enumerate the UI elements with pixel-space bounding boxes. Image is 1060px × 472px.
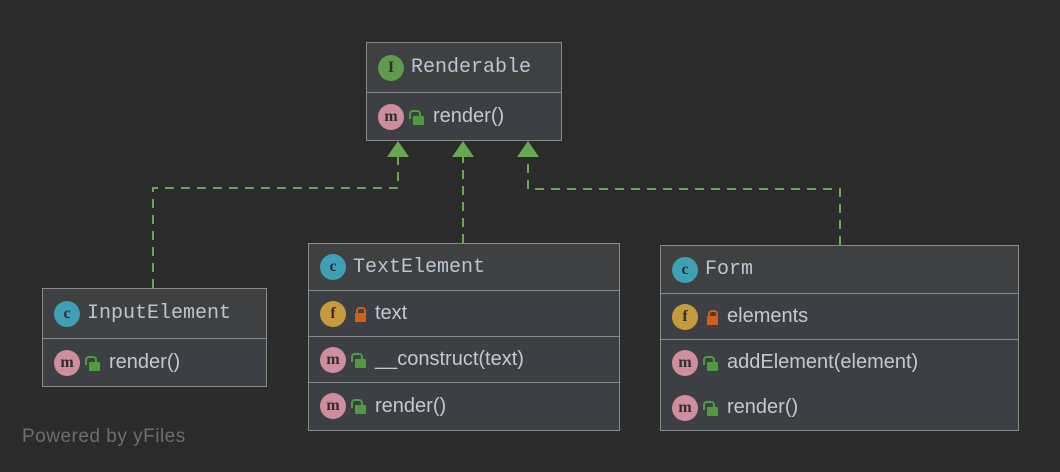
method-badge-icon: m: [320, 393, 346, 419]
interface-badge-icon: I: [378, 54, 404, 81]
method-badge-icon: m: [320, 346, 346, 373]
uml-method-row[interactable]: m __construct(text): [309, 337, 619, 383]
method-badge-icon: m: [378, 103, 404, 130]
uml-member-label: elements: [727, 305, 809, 327]
method-badge-icon: m: [672, 349, 698, 376]
uml-member-label: __construct(text): [375, 348, 524, 370]
uml-node-renderable[interactable]: I Renderable m render(): [366, 42, 562, 141]
uml-member-label: render(): [433, 105, 505, 127]
uml-method-row[interactable]: m render(): [367, 93, 561, 140]
uml-method-row[interactable]: m render(): [309, 383, 619, 429]
uml-node-title: TextElement: [353, 255, 486, 279]
uml-node-header-textelement[interactable]: c TextElement: [309, 244, 619, 291]
uml-member-label: text: [375, 302, 408, 324]
uml-node-header-form[interactable]: c Form: [661, 246, 1018, 294]
method-badge-icon: m: [672, 394, 698, 421]
unlocked-padlock-icon: [409, 109, 425, 125]
uml-node-header-inputelement[interactable]: c InputElement: [43, 289, 266, 339]
field-badge-icon: f: [672, 303, 698, 330]
uml-member-label: render(): [109, 351, 181, 373]
class-badge-icon: c: [320, 254, 346, 280]
unlocked-padlock-icon: [351, 352, 367, 368]
realization-arrowhead-icon: [387, 141, 409, 157]
uml-edge-form-implements-renderable[interactable]: [517, 141, 841, 245]
uml-method-row[interactable]: m addElement(element): [661, 340, 1018, 385]
uml-node-title: Renderable: [411, 56, 532, 79]
uml-field-row[interactable]: f text: [309, 291, 619, 337]
unlocked-padlock-icon: [703, 400, 719, 416]
class-badge-icon: c: [672, 256, 698, 283]
locked-padlock-icon: [353, 306, 367, 322]
method-badge-icon: m: [54, 349, 80, 376]
uml-member-label: render(): [727, 396, 799, 418]
class-badge-icon: c: [54, 300, 80, 327]
edge-line: [527, 156, 841, 245]
uml-node-title: InputElement: [87, 302, 232, 325]
locked-padlock-icon: [705, 309, 719, 325]
unlocked-padlock-icon: [703, 355, 719, 371]
realization-arrowhead-icon: [452, 141, 474, 157]
uml-node-inputelement[interactable]: c InputElement m render(): [42, 288, 267, 387]
uml-method-row[interactable]: m render(): [661, 385, 1018, 430]
realization-arrowhead-icon: [517, 141, 539, 157]
uml-method-row[interactable]: m render(): [43, 339, 266, 386]
uml-node-title: Form: [705, 258, 754, 281]
field-badge-icon: f: [320, 300, 346, 327]
uml-node-header-renderable[interactable]: I Renderable: [367, 43, 561, 93]
uml-member-label: render(): [375, 394, 447, 417]
unlocked-padlock-icon: [351, 398, 367, 414]
uml-member-label: addElement(element): [727, 351, 919, 373]
yfiles-watermark: Powered by yFiles: [22, 426, 186, 447]
unlocked-padlock-icon: [85, 355, 101, 371]
uml-edge-textelement-implements-renderable[interactable]: [452, 141, 474, 243]
uml-field-row[interactable]: f elements: [661, 294, 1018, 340]
